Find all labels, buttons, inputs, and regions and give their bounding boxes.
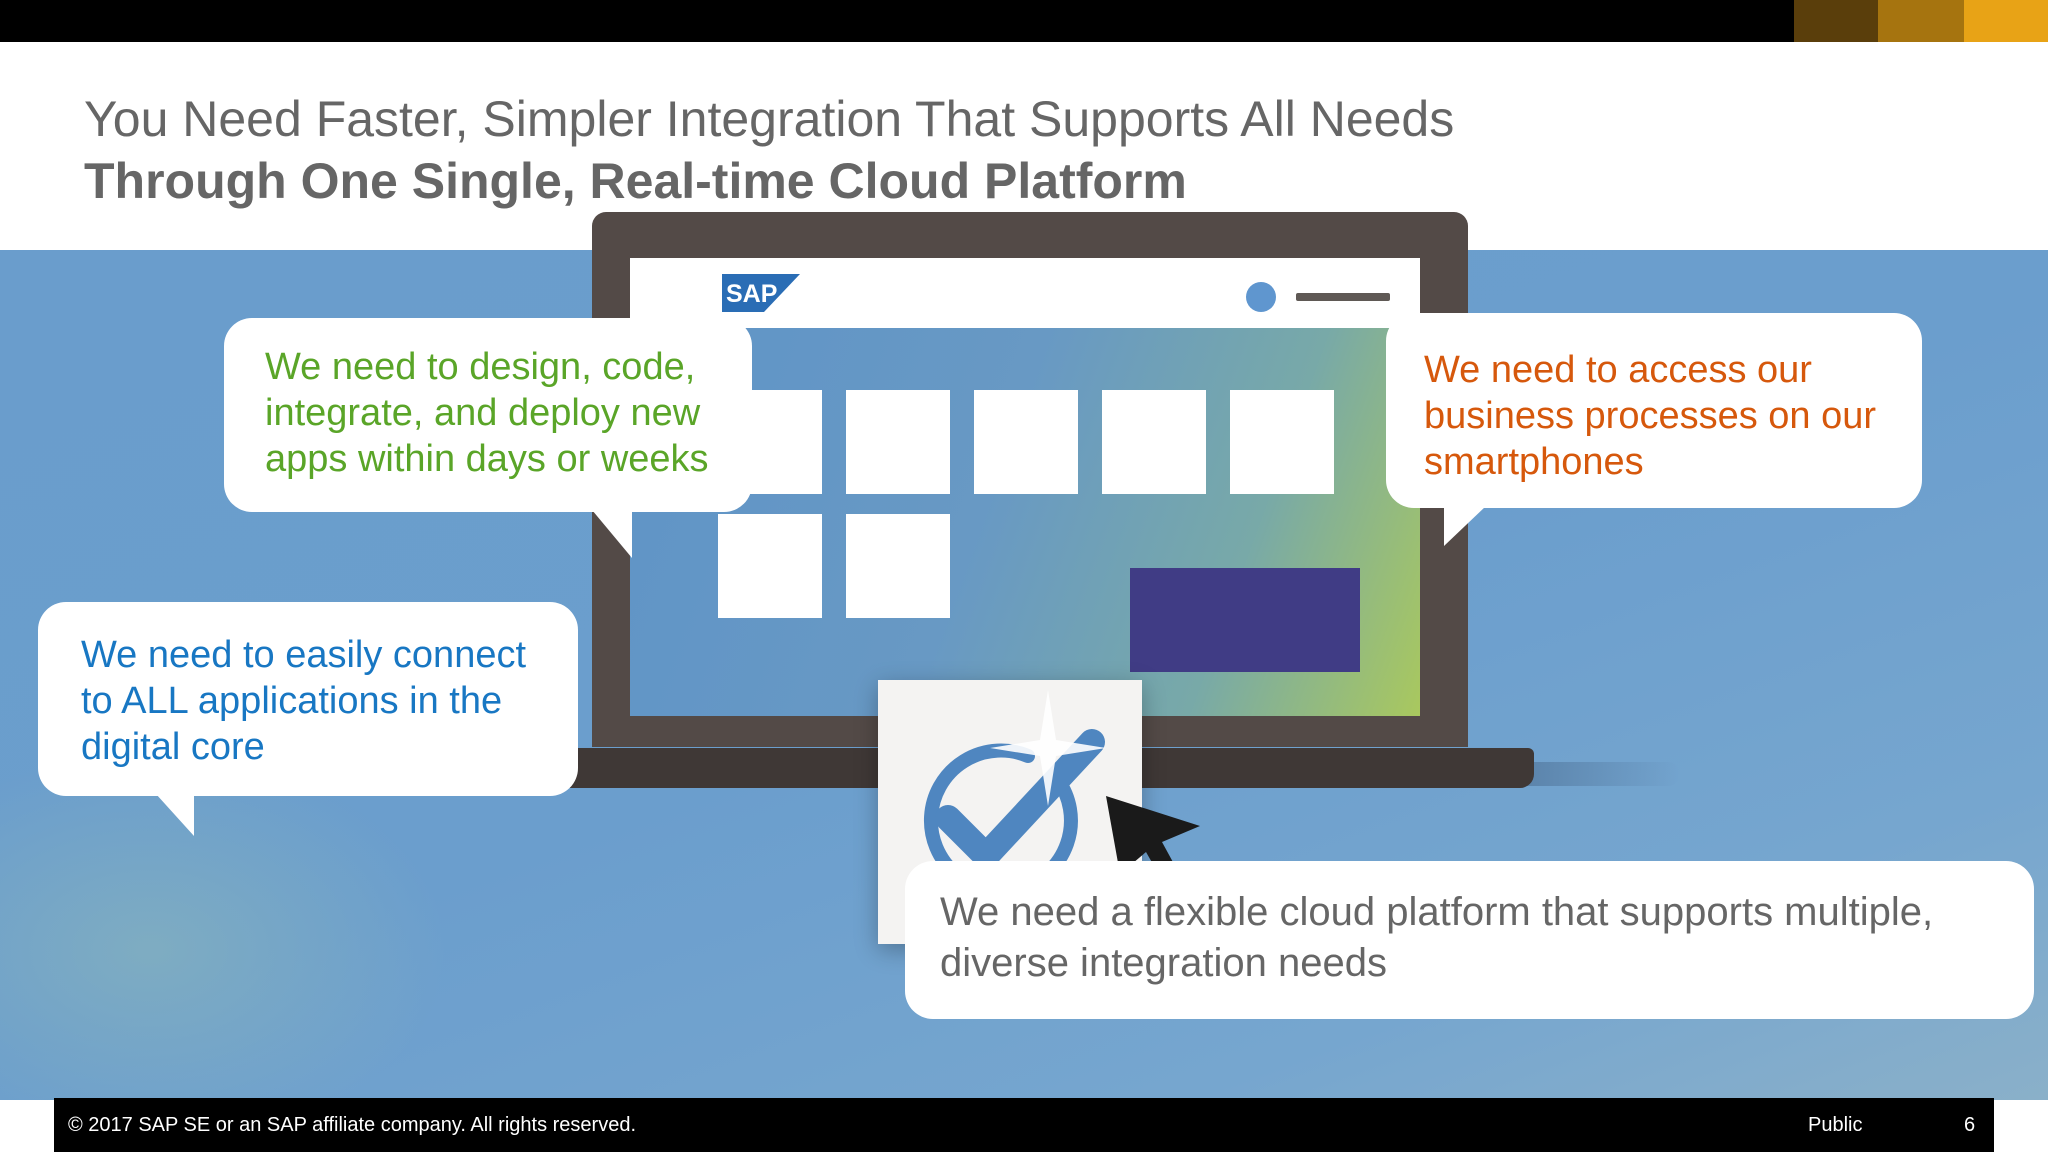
bubble-connect-tail [156,794,194,836]
top-bar [0,0,2048,42]
title-line-1: You Need Faster, Simpler Integration Tha… [84,91,1455,147]
bubble-developer-need: We need to design, code, integrate, and … [224,318,752,512]
accent-block-gold [1964,0,2048,42]
accent-block-mid [1878,0,1964,42]
app-tile [846,390,950,494]
bubble-platform-need: We need a flexible cloud platform that s… [905,861,2034,1019]
bubble-connect-text: We need to easily connect to ALL applica… [81,632,578,770]
bubble-mobile-text: We need to access our business processes… [1424,347,1922,485]
bubble-line: We need to design, code, [265,346,696,388]
laptop-screen: SAP [630,258,1420,716]
sap-logo-icon: SAP [722,274,800,312]
app-tile [718,514,822,618]
avatar-dot-icon [1246,282,1276,312]
bubble-line: apps within days or weeks [265,438,709,480]
accent-block-dark [1794,0,1878,42]
header-bar-line [1296,293,1390,301]
app-tile [974,390,1078,494]
bubble-line: to ALL applications in the [81,680,503,722]
title-line-2: Through One Single, Real-time Cloud Plat… [84,153,1187,209]
footer-copyright: © 2017 SAP SE or an SAP affiliate compan… [68,1114,637,1136]
screen-body [630,328,1420,716]
bubble-line: We need to access our [1424,349,1812,391]
footer-bar: © 2017 SAP SE or an SAP affiliate compan… [54,1098,1994,1152]
footer-page-number: 6 [1964,1114,1976,1136]
bubble-mobile-need: We need to access our business processes… [1386,313,1922,508]
bubble-line: diverse integration needs [940,941,1387,985]
bubble-platform-text: We need a flexible cloud platform that s… [940,887,2034,989]
bubble-line: We need to easily connect [81,634,527,676]
app-tile [1102,390,1206,494]
bubble-developer-text: We need to design, code, integrate, and … [265,344,752,482]
background-glow [0,750,450,1100]
bubble-connect-need: We need to easily connect to ALL applica… [38,602,578,796]
bubble-line: We need a flexible cloud platform that s… [940,890,1934,934]
bubble-line: business processes on our [1424,395,1877,437]
app-tile [1230,390,1334,494]
bubble-line: smartphones [1424,441,1644,483]
bubble-line: integrate, and deploy new [265,392,701,434]
sap-logo-text: SAP [726,280,777,308]
bubble-line: digital core [81,726,265,768]
bubble-developer-tail [592,510,632,558]
screen-header: SAP [630,258,1420,328]
bubble-mobile-tail [1444,506,1486,546]
slide-title: You Need Faster, Simpler Integration Tha… [84,88,1984,212]
app-tile-wide [1130,568,1360,672]
footer-classification: Public [1808,1114,1863,1136]
app-tile [846,514,950,618]
